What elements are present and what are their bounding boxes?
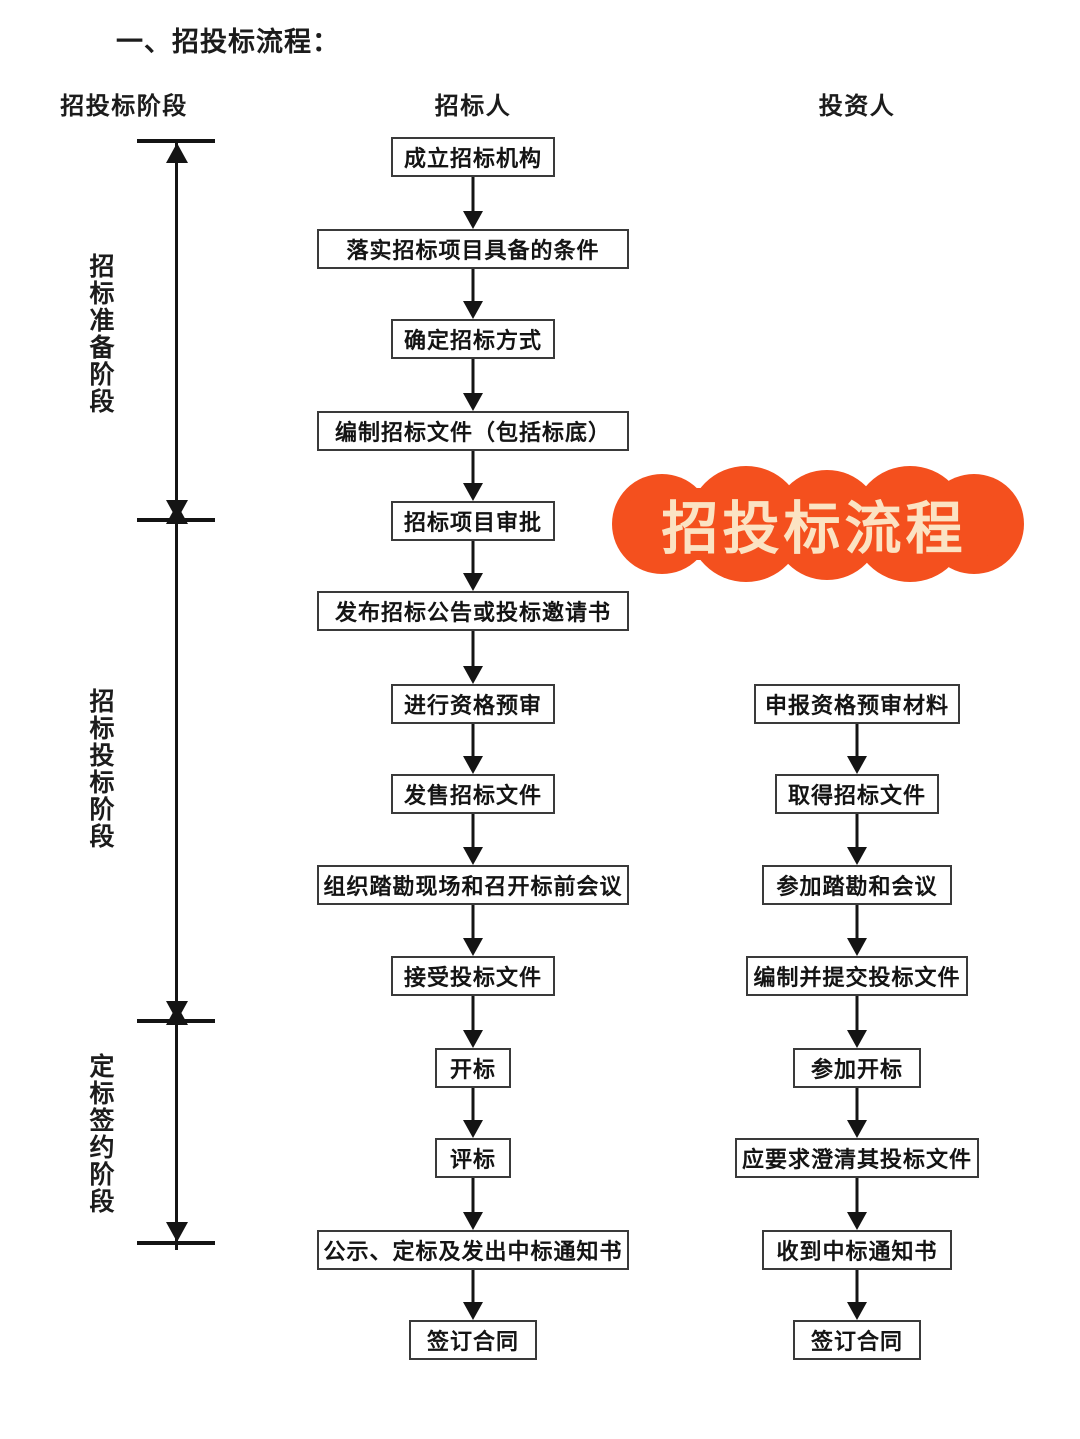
page-title: 一、招投标流程： xyxy=(116,27,340,57)
stage-arrow-up-3 xyxy=(165,1005,188,1025)
bidder-step-4[interactable]: 编制并提交投标文件 xyxy=(746,956,968,996)
stage-tick-bottom xyxy=(137,1241,215,1245)
tenderer-step-2[interactable]: 落实招标项目具备的条件 xyxy=(317,229,629,269)
column-header-stage: 招投标阶段 xyxy=(60,93,188,120)
stage-tick-top xyxy=(137,139,215,143)
stage-label-award: 定标签约阶段 xyxy=(86,1053,114,1215)
column-header-bidder: 投资人 xyxy=(818,93,896,120)
stage-arrow-up-2 xyxy=(165,504,188,524)
stage-arrow-up-1 xyxy=(165,143,188,163)
tenderer-step-7[interactable]: 进行资格预审 xyxy=(391,684,555,724)
watermark-badge: 招投标流程 xyxy=(612,466,1024,582)
column-header-tenderer: 招标人 xyxy=(434,93,512,120)
bidder-step-2[interactable]: 取得招标文件 xyxy=(775,774,939,814)
bidder-step-1[interactable]: 申报资格预审材料 xyxy=(754,684,960,724)
tenderer-step-10[interactable]: 接受投标文件 xyxy=(391,956,555,996)
stage-label-bidding: 招标投标阶段 xyxy=(86,688,114,850)
bidder-step-3[interactable]: 参加踏勘和会议 xyxy=(762,865,952,905)
tenderer-step-13[interactable]: 公示、定标及发出中标通知书 xyxy=(317,1230,629,1270)
stage-label-preparation: 招标准备阶段 xyxy=(86,253,114,415)
tenderer-step-11[interactable]: 开标 xyxy=(435,1048,511,1088)
tenderer-step-1[interactable]: 成立招标机构 xyxy=(391,137,555,177)
tenderer-step-6[interactable]: 发布招标公告或投标邀请书 xyxy=(317,591,629,631)
bidder-step-7[interactable]: 收到中标通知书 xyxy=(762,1230,952,1270)
tenderer-step-8[interactable]: 发售招标文件 xyxy=(391,774,555,814)
stage-axis-line xyxy=(175,140,178,1250)
tenderer-step-5[interactable]: 招标项目审批 xyxy=(391,501,555,541)
bidder-step-8[interactable]: 签订合同 xyxy=(793,1320,921,1360)
tenderer-step-12[interactable]: 评标 xyxy=(435,1138,511,1178)
tenderer-step-3[interactable]: 确定招标方式 xyxy=(391,319,555,359)
bidder-step-5[interactable]: 参加开标 xyxy=(793,1048,921,1088)
tenderer-step-9[interactable]: 组织踏勘现场和召开标前会议 xyxy=(317,865,629,905)
bidder-step-6[interactable]: 应要求澄清其投标文件 xyxy=(735,1138,979,1178)
watermark-text: 招投标流程 xyxy=(661,497,967,561)
stage-arrow-down-3 xyxy=(165,1222,188,1242)
tenderer-step-4[interactable]: 编制招标文件（包括标底） xyxy=(317,411,629,451)
watermark-body xyxy=(622,488,1006,560)
tenderer-step-14[interactable]: 签订合同 xyxy=(409,1320,537,1360)
